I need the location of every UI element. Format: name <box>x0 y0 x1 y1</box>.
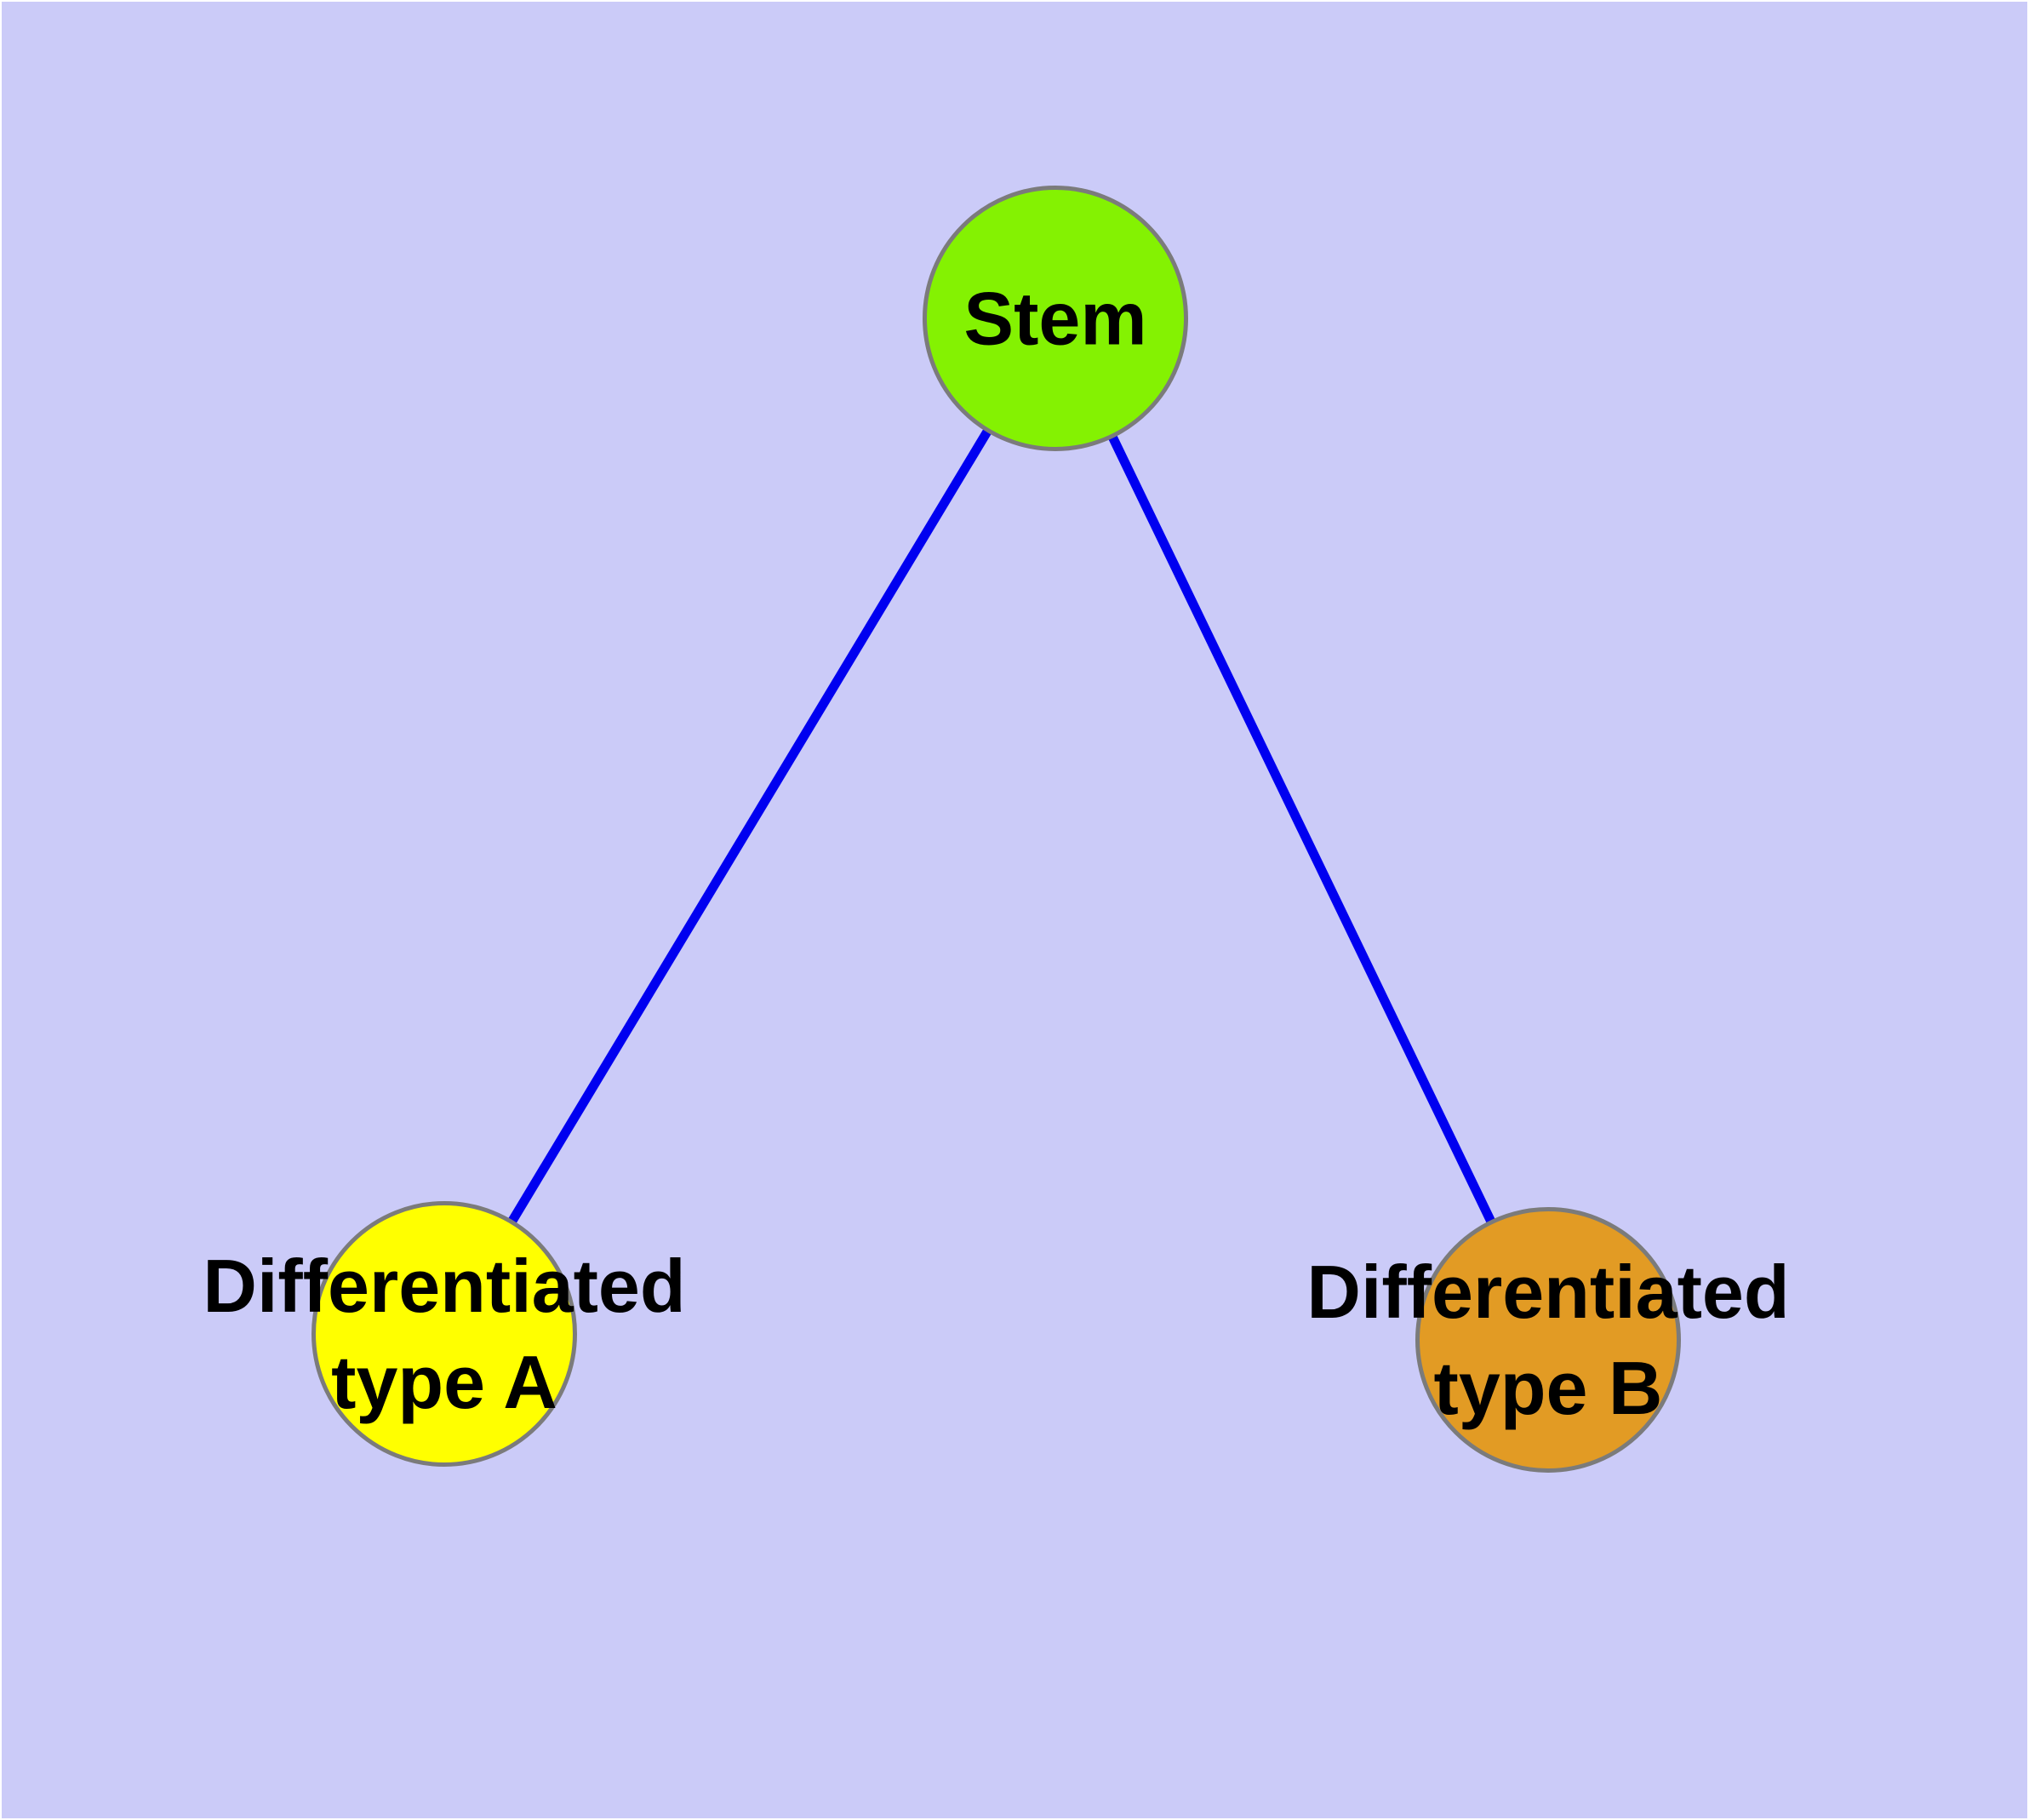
node-differentiated-type-b[interactable]: Differentiated type B <box>1306 1207 1790 1473</box>
node-stem-label: Stem <box>963 271 1146 367</box>
node-stem[interactable]: Stem <box>923 186 1188 451</box>
edge-stem-differentiated-type-b[interactable] <box>1051 316 1552 1342</box>
node-stem-label-line: Stem <box>963 276 1147 361</box>
edge-stem-differentiated-type-a[interactable] <box>440 316 1060 1336</box>
node-differentiated-type-a[interactable]: Differentiated type A <box>203 1201 686 1467</box>
